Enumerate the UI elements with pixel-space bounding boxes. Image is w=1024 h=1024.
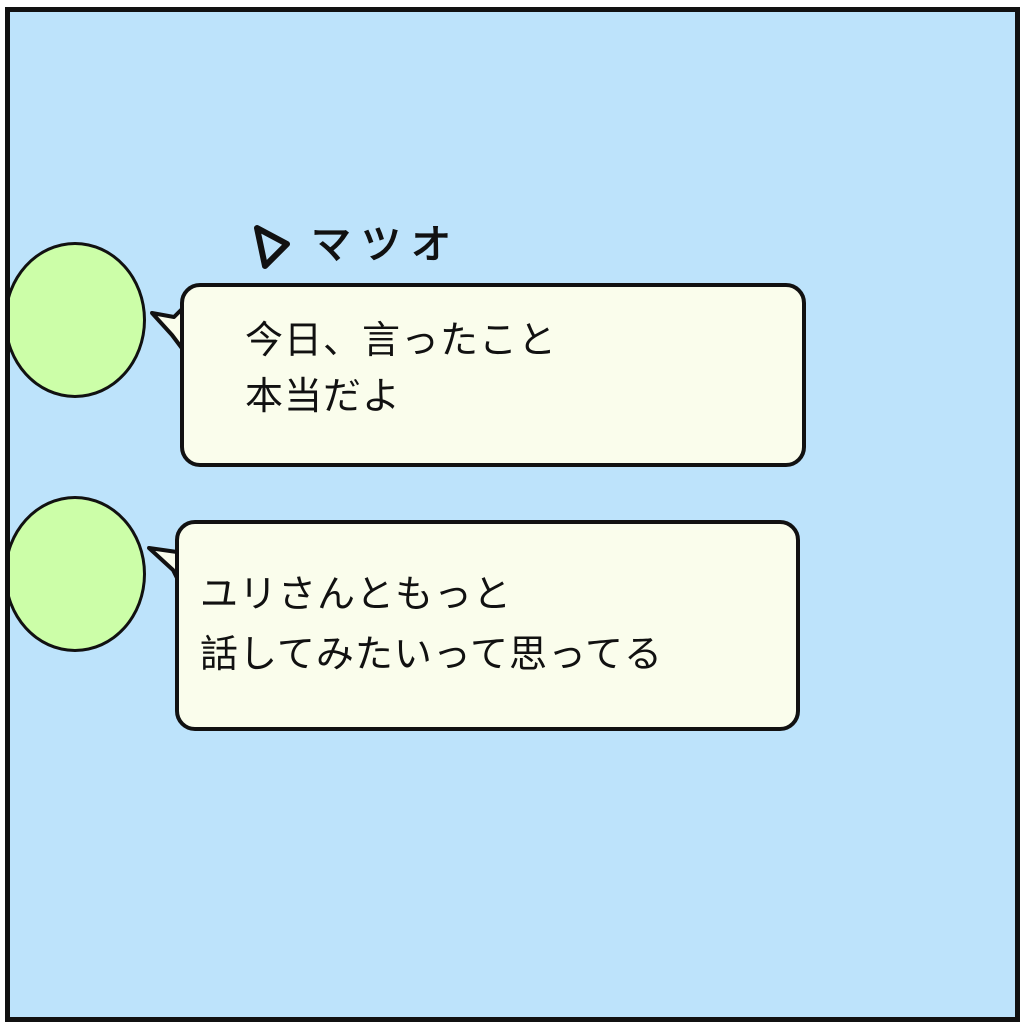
message-text: ユリさんともっと 話してみたいって思ってる (200, 564, 663, 684)
message-line: 本当だよ (245, 374, 402, 418)
comic-panel: マツオ 今日、言ったこと 本当だよ ユリさんともっと 話してみたいって思ってる (5, 7, 1020, 1022)
message-bubble (180, 283, 806, 467)
message-line: ユリさんともっと (200, 572, 513, 616)
message-bubble (175, 520, 800, 731)
contact-name: マツオ (311, 222, 461, 268)
avatar (10, 242, 146, 398)
play-triangle-icon (254, 225, 290, 269)
avatar (10, 496, 146, 652)
message-text: 今日、言ったこと 本当だよ (245, 312, 557, 424)
message-line: 話してみたいって思ってる (200, 632, 664, 676)
chat-header: マツオ (253, 212, 461, 272)
message-line: 今日、言ったこと (245, 318, 558, 362)
